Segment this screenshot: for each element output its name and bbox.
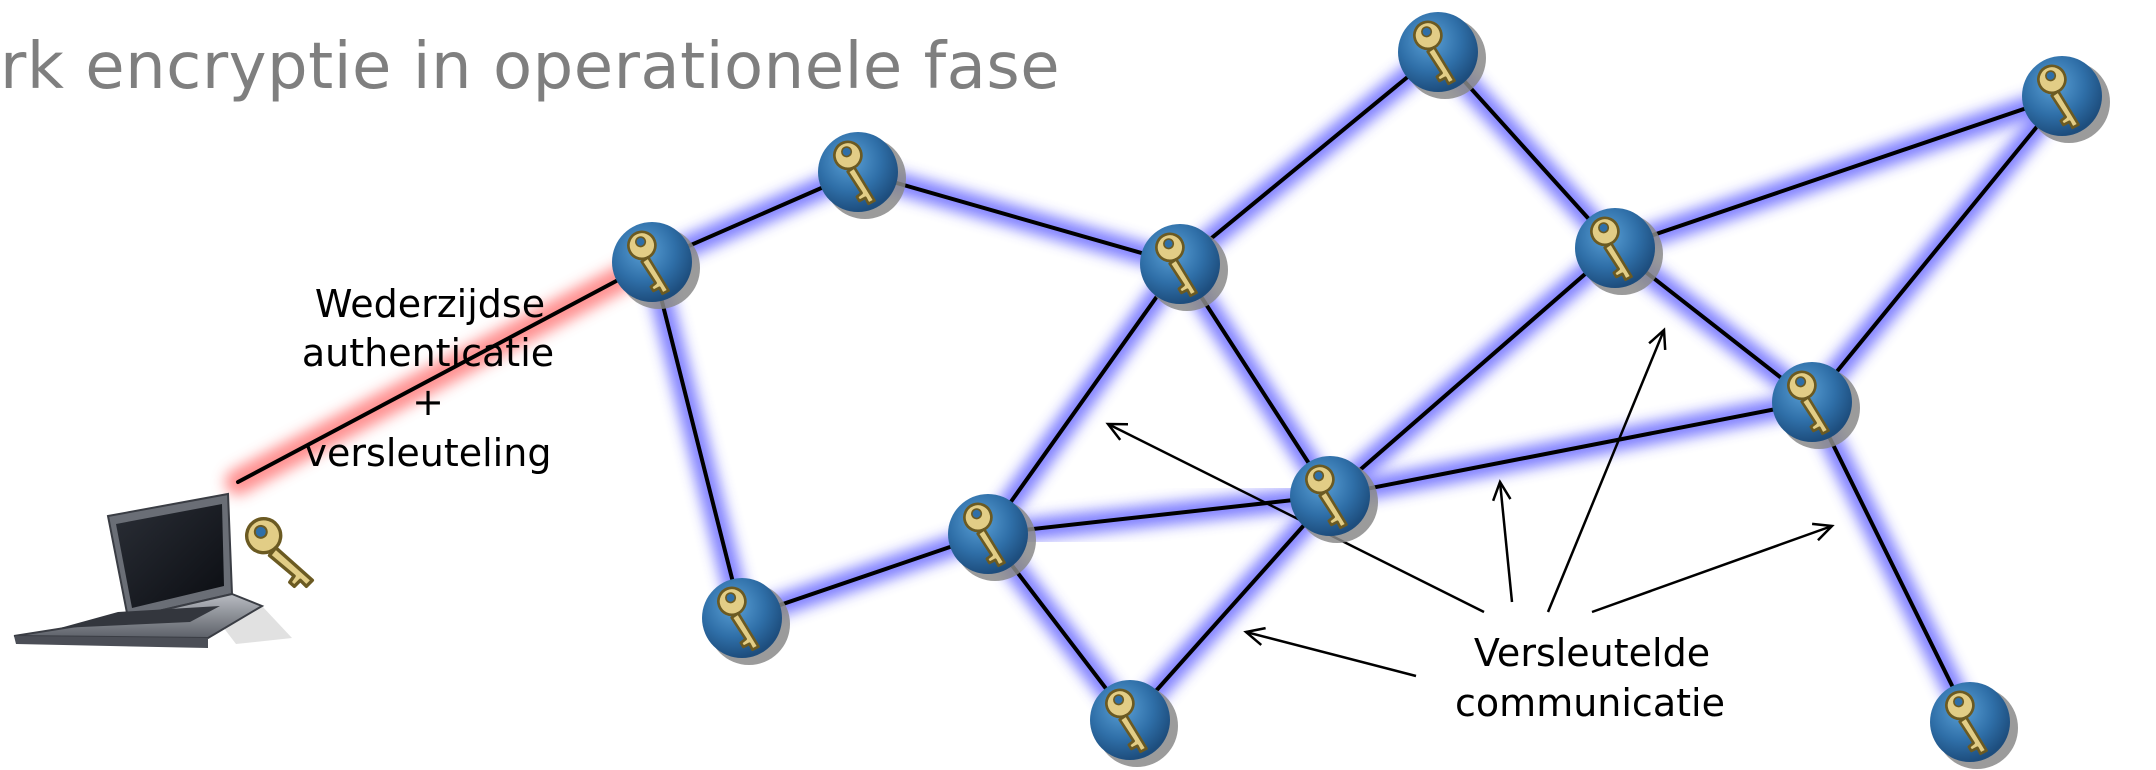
key-node-icon <box>1398 12 1486 99</box>
page-title: rk encryptie in operationele fase <box>0 30 1061 104</box>
arrow-head <box>1811 522 1835 542</box>
key-node-icon <box>948 494 1036 581</box>
auth-label-line-2: authenticatie <box>302 331 554 375</box>
network-link <box>1128 494 1332 722</box>
arrow-line <box>1245 630 1417 678</box>
key-node-icon <box>1140 224 1228 311</box>
key-node-icon <box>612 222 700 309</box>
auth-label-line-3: + <box>412 380 444 424</box>
key-node-icon <box>1930 682 2018 769</box>
annotation-arrows <box>1105 327 1835 678</box>
arrow-line <box>1498 481 1514 603</box>
network-link <box>856 170 1182 266</box>
encrypted-comm-label-line-2: communicatie <box>1455 681 1725 725</box>
auth-label-line-4: versleuteling <box>305 431 552 475</box>
encrypted-comm-label: Versleutelde communicatie <box>1455 631 1725 725</box>
arrow-line <box>1591 524 1833 614</box>
key-node-icon <box>1090 680 1178 767</box>
network-link <box>986 262 1182 536</box>
key-icon <box>238 514 322 591</box>
arrow-head <box>1648 327 1667 351</box>
laptop-icon <box>13 492 292 648</box>
arrow-head <box>1105 422 1129 441</box>
encrypted-comm-label-line-1: Versleutelde <box>1474 631 1710 675</box>
key-node-icon <box>1290 456 1378 543</box>
key-node-icon <box>702 578 790 665</box>
auth-link <box>236 260 654 484</box>
key-node-icon <box>2022 56 2110 143</box>
auth-label-line-1: Wederzijdse <box>315 282 545 326</box>
network-link <box>1328 246 1617 498</box>
arrow-line <box>1107 422 1485 614</box>
arrow-head <box>1491 479 1512 502</box>
key-node-icon <box>1575 208 1663 295</box>
key-node-icon <box>1772 362 1860 449</box>
network-link <box>1178 50 1440 266</box>
network-link <box>1810 400 1972 724</box>
arrow-line <box>1546 329 1666 613</box>
key-node-icon <box>818 132 906 219</box>
network-link <box>1810 94 2064 404</box>
node-layer <box>612 12 2110 769</box>
network-link <box>650 260 744 620</box>
arrow-head <box>1243 626 1266 646</box>
auth-label: Wederzijdse authenticatie + versleutelin… <box>302 282 554 475</box>
network-link <box>1328 400 1814 498</box>
network-link <box>1613 94 2064 250</box>
network-link <box>986 494 1332 536</box>
